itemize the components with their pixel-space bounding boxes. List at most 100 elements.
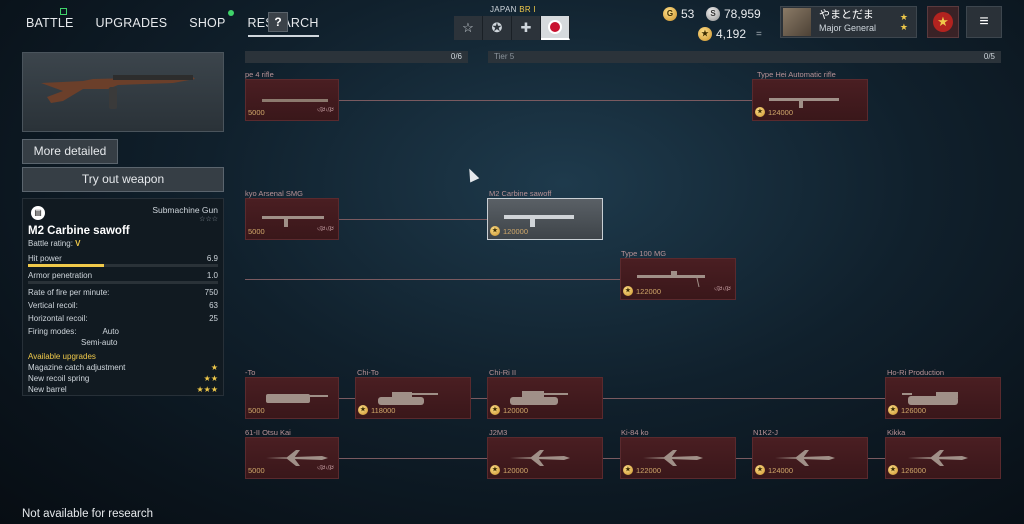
tree-item-label: Ki-84 ko [621,428,649,437]
try-out-weapon-button[interactable]: Try out weapon [22,167,224,192]
weapon-stats-panel: ▤ Submachine Gun☆☆☆ M2 Carbine sawoff Ba… [22,198,224,396]
tier-progress: 0/6 [450,52,462,61]
nav-shop[interactable]: SHOP [189,10,234,37]
tank-icon [378,392,438,405]
plane-icon [643,450,703,466]
hamburger-icon: ≡ [979,13,989,30]
price-value: 126000 [901,465,927,475]
hit-power-bar-fill [28,264,104,267]
upgrade-item: New barrel★★★ [28,385,218,394]
tree-item-ki-84-ko[interactable]: ★122000 [620,437,736,479]
tab-cross-icon[interactable]: ✚ [512,16,541,40]
price-value: 5000 [248,108,265,117]
tree-item-j2m3[interactable]: ★120000 [487,437,603,479]
document-icon[interactable]: ▤ [31,206,45,220]
stat-armor-penetration: Armor penetration 1.0 [28,271,218,280]
research-coin-icon: ★ [698,27,712,41]
firing-modes-label: Firing modes: [28,327,77,336]
stat-value: 1.0 [206,271,218,280]
tree-item-type-4-rifle[interactable]: 5000 ঞঞ [245,79,339,121]
research-coin-icon: ★ [755,465,765,475]
research-amount: 4,192 [716,27,747,41]
armor-penetration-bar [28,281,218,284]
item-price: ★124000 [755,465,793,475]
tree-item-label: Chi-Ri II [489,368,517,377]
tree-item-chi-ri-ii[interactable]: ★120000 [487,377,603,419]
mouse-cursor-icon [464,166,480,183]
research-coin-icon: ★ [358,405,368,415]
tree-item-n1k2-j[interactable]: ★124000 [752,437,868,479]
research-coin-icon: ★ [888,405,898,415]
profile-name: やまとだま [819,9,874,21]
price-value: 5000 [248,227,265,236]
spec-value: 750 [204,288,218,297]
nation-br: BR I [519,5,536,14]
research-coin-icon: ★ [623,465,633,475]
research-points: ★ 4,192 = [698,27,762,41]
research-coin-icon: ★ [490,465,500,475]
upgrade-stars: ★★ [203,374,218,383]
tree-item-ho-ri-production[interactable]: ★126000 [885,377,1001,419]
tree-item-type-hei-rifle[interactable]: ★124000 [752,79,868,121]
upgrade-item: Magazine catch adjustment★ [28,363,218,372]
profile-card[interactable]: やまとだま Major General ★★ [780,6,917,38]
rifle-icon [769,98,839,108]
firing-mode: Semi-auto [81,338,118,347]
tree-item-ho-to[interactable]: 5000 [245,377,339,419]
tree-item-m2-carbine-sawoff[interactable]: ★120000 [487,198,603,240]
notification-dot-icon [227,10,234,16]
stat-label: Hit power [28,254,62,263]
gold-coin-icon: G [663,7,677,21]
weapon-class-stars: ☆☆☆ [199,216,218,223]
help-button[interactable]: ? [268,12,288,32]
nav-upgrades[interactable]: UPGRADES [96,16,168,37]
squad-icon: ঞঞ [317,224,334,233]
tree-item-chi-to[interactable]: ★118000 [355,377,471,419]
weapon-preview [22,52,224,132]
plane-icon [775,450,835,466]
tree-item-kikka[interactable]: ★126000 [885,437,1001,479]
firing-mode: Auto [102,327,119,336]
top-bar: BATTLE UPGRADES SHOP RESEARCH ? JAPAN BR… [0,0,1024,44]
tree-item-label: Type 100 MG [621,249,667,258]
research-coin-icon: ★ [490,226,500,236]
spec-row: Horizontal recoil:25 [28,314,218,323]
tier-label: Tier 5 [494,52,515,61]
silver-coin-icon: S [706,7,720,21]
spec-row: Rate of fire per minute: 750 [28,288,218,297]
equals-icon: = [756,28,762,40]
rank-badge[interactable]: ★ [927,6,959,38]
stat-label: Armor penetration [28,271,93,280]
price-value: 118000 [371,405,396,415]
more-detailed-button[interactable]: More detailed [22,139,118,164]
tree-item-ki-61-ii-otsu-kai[interactable]: 5000 ঞঞ [245,437,339,479]
silver-balance: S 78,959 [706,7,761,21]
smg-icon [262,216,324,227]
price-value: 5000 [248,406,265,415]
rifle-icon [262,99,328,102]
nav-shop-label: SHOP [189,16,226,30]
nav-battle[interactable]: BATTLE [26,8,74,37]
menu-button[interactable]: ≡ [966,6,1002,38]
tab-japan-flag-icon[interactable] [541,16,570,40]
tree-item-type-100-mg[interactable]: ★122000 ঞঞ [620,258,736,300]
tab-roundel-icon[interactable]: ✪ [483,16,512,40]
tab-star-icon[interactable]: ☆ [454,16,483,40]
silver-amount: 78,959 [724,7,761,21]
item-price: ★120000 [490,226,528,236]
japan-flag-icon [548,20,562,34]
squad-icon: ঞঞ [317,105,334,114]
upgrade-stars: ★★★ [196,385,218,394]
weapon-class-label: Submachine Gun [152,205,218,215]
battle-rating-value: V [75,239,81,248]
spec-label: Rate of fire per minute: [28,288,110,297]
research-coin-icon: ★ [490,405,500,415]
item-price: 5000 [248,108,265,117]
rank-stars-icon: ★★ [899,12,908,32]
tree-item-kokura-smg[interactable]: 5000 ঞঞ [245,198,339,240]
tree-item-label: 61-II Otsu Kai [245,428,291,437]
nav-upgrades-label: UPGRADES [95,16,168,30]
upgrade-label: Magazine catch adjustment [28,363,126,372]
tree-connector [339,219,487,220]
nation-label: JAPAN BR I [490,5,536,14]
